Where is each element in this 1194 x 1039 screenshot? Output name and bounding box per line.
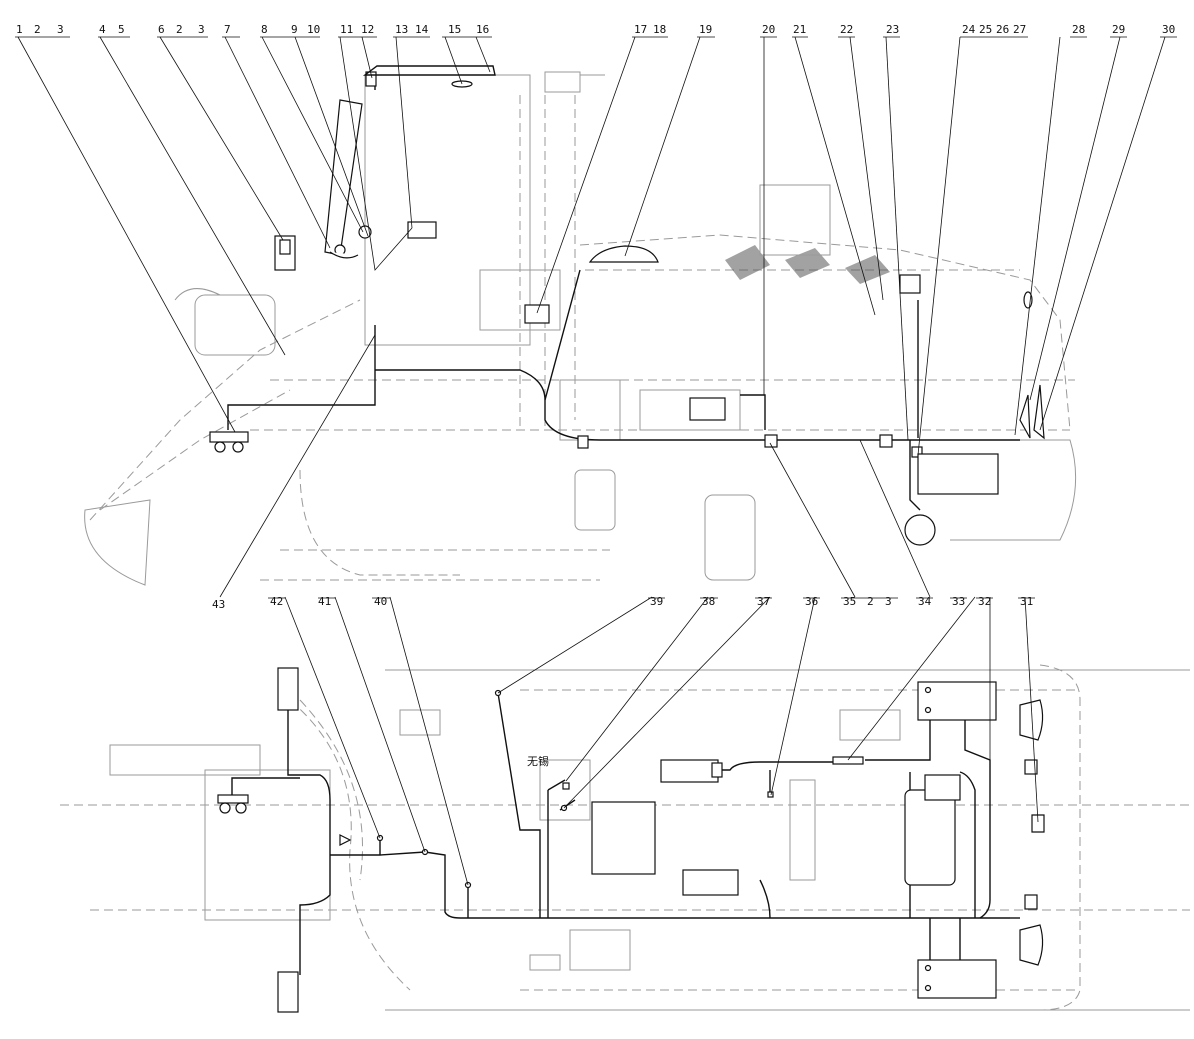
callout-21: 21 (793, 23, 806, 36)
rear-lamp-right (1019, 924, 1044, 966)
callout-39: 39 (650, 595, 663, 608)
rear-lamp (1019, 394, 1031, 439)
callout-26: 26 (996, 23, 1009, 36)
callout-38: 38 (702, 595, 715, 608)
callout-36: 36 (805, 595, 818, 608)
callout-3: 3 (57, 23, 64, 36)
battery-2 (917, 959, 997, 999)
callout-8: 8 (261, 23, 268, 36)
air-conditioner (588, 245, 659, 263)
callout-43: 43 (212, 598, 225, 611)
callout-15: 15 (448, 23, 461, 36)
callout-9: 9 (291, 23, 298, 36)
callout-30: 30 (1162, 23, 1175, 36)
callout-2b: 2 (176, 23, 183, 36)
controller-box (591, 801, 656, 875)
callout-41: 41 (318, 595, 331, 608)
callout-4: 4 (99, 23, 106, 36)
callout-11: 11 (340, 23, 353, 36)
work-lamp-front (277, 667, 299, 711)
callout-14: 14 (415, 23, 429, 36)
callout-27: 27 (1013, 23, 1026, 36)
callout-34: 34 (918, 595, 932, 608)
callout-19: 19 (699, 23, 712, 36)
leader-lines (17, 36, 1166, 886)
horn-side (209, 431, 249, 443)
callout-3c: 3 (885, 595, 892, 608)
plan-view-components (217, 667, 1045, 1013)
callout-16: 16 (476, 23, 489, 36)
callout-2c: 2 (867, 595, 874, 608)
callout-20: 20 (762, 23, 775, 36)
callouts-mid: 43 42 41 40 39 38 37 36 35 2 3 34 33 32 … (212, 595, 1035, 768)
horn-plan (217, 794, 249, 804)
callout-35: 35 (843, 595, 856, 608)
wiper-arm (324, 99, 363, 256)
plan-view-harness (231, 689, 1020, 981)
callout-3b: 3 (198, 23, 205, 36)
callout-1: 1 (16, 23, 23, 36)
callout-18: 18 (653, 23, 666, 36)
callout-12: 12 (361, 23, 374, 36)
side-view-outline (84, 71, 1077, 586)
rear-horn (1031, 814, 1045, 833)
callout-40: 40 (374, 595, 387, 608)
rear-lamp-left (1019, 699, 1044, 741)
callout-33: 33 (952, 595, 965, 608)
side-view-components (209, 65, 1045, 546)
callout-23: 23 (886, 23, 899, 36)
callout-2: 2 (34, 23, 41, 36)
callout-42: 42 (270, 595, 283, 608)
callouts-top: 1 2 3 4 5 6 2 3 7 8 9 10 11 12 13 14 15 … (15, 23, 1177, 38)
battery-side (917, 453, 999, 495)
callout-5: 5 (118, 23, 125, 36)
callout-25: 25 (979, 23, 992, 36)
callout-13: 13 (395, 23, 408, 36)
callout-10: 10 (307, 23, 320, 36)
callout-29: 29 (1112, 23, 1125, 36)
callout-28: 28 (1072, 23, 1085, 36)
callout-37: 37 (757, 595, 770, 608)
callout-31: 31 (1020, 595, 1033, 608)
callout-17: 17 (634, 23, 647, 36)
callout-6: 6 (158, 23, 165, 36)
battery-1 (917, 681, 997, 721)
callout-22: 22 (840, 23, 853, 36)
callout-24: 24 (962, 23, 976, 36)
callout-7: 7 (224, 23, 231, 36)
starter-motor-plan (660, 759, 719, 783)
stamp-label: 无锡 (527, 754, 549, 768)
callout-32: 32 (978, 595, 991, 608)
fuel-tank (904, 789, 956, 886)
